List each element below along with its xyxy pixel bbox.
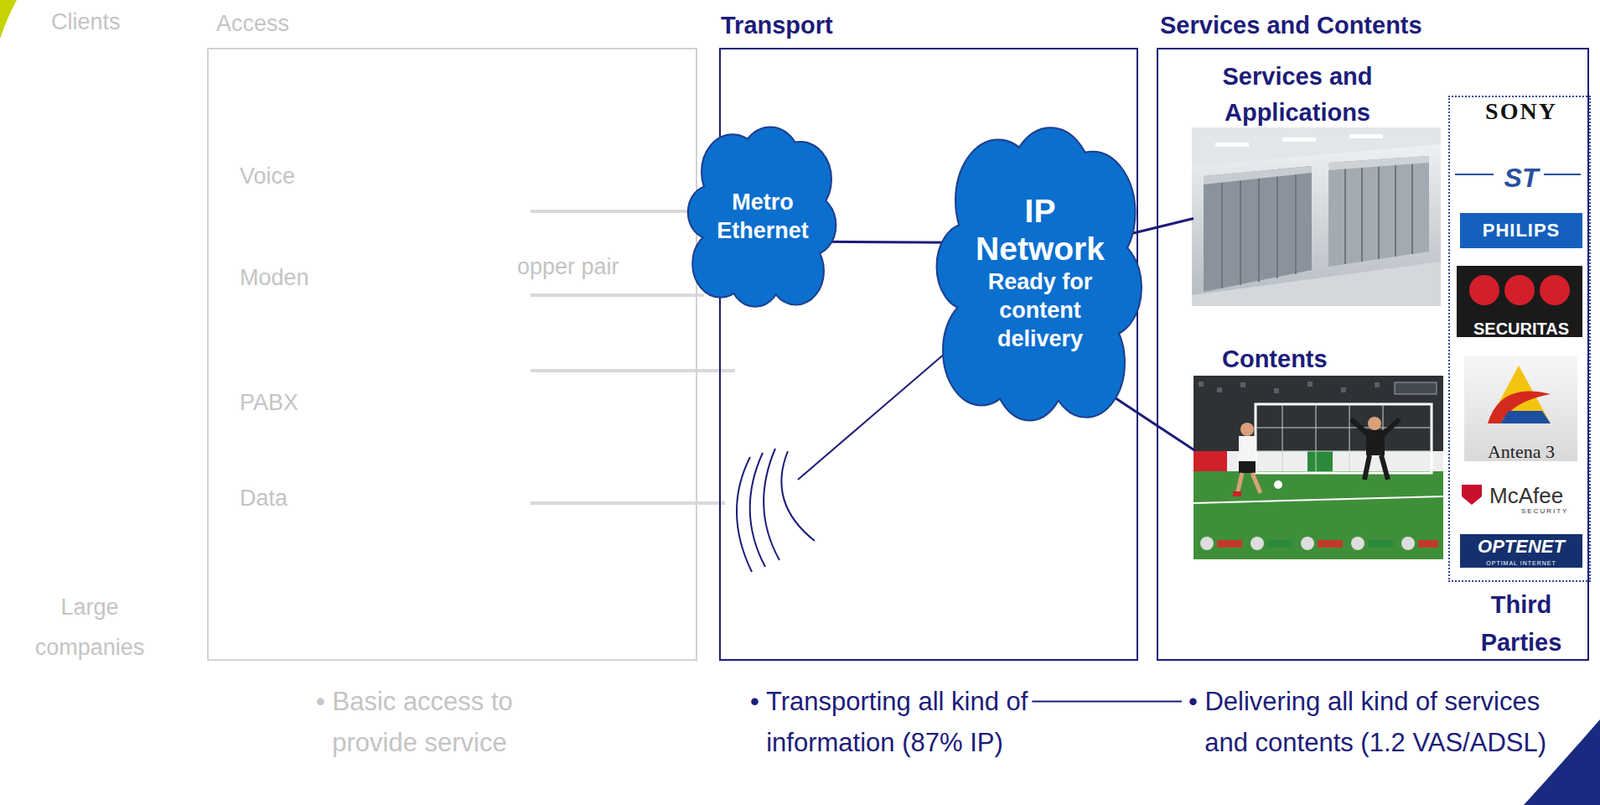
- third-parties-box: SONY ST PHILIPS SECURITAS Antena 3 McAfeeSECU…: [1448, 95, 1591, 582]
- player-figure: [1232, 422, 1261, 497]
- cloud-label: Metro Ethernet: [704, 187, 822, 245]
- mcafee-logo: [1461, 484, 1482, 505]
- optenet-logo: OPTENET: [1460, 533, 1583, 560]
- row-label: Large companies: [26, 586, 153, 668]
- sony-logo: SONY: [1449, 97, 1593, 126]
- transport-box: TransportMetro EthernetIP NetworkReady f…: [719, 47, 1139, 661]
- securitas-logo-text: SECURITAS: [1460, 318, 1583, 339]
- section-heading: Services and Contents: [1159, 10, 1512, 41]
- cloud-title: IP Network: [956, 191, 1124, 268]
- bullet-note: • Transporting all kind of information (…: [750, 680, 1089, 763]
- contents-picture-box: Contents: [1195, 377, 1445, 561]
- datacenter-picture: [1191, 127, 1441, 306]
- corner-accent: [0, 0, 17, 39]
- connector: [823, 241, 957, 243]
- group-heading: Third Parties: [1458, 585, 1585, 662]
- bullet-link-line: [1031, 700, 1182, 703]
- football-picture: [1193, 375, 1444, 560]
- scoreboard: [1200, 536, 1439, 550]
- bullet-note: • Basic access to provide service: [315, 680, 552, 763]
- section-heading: Access: [216, 10, 384, 37]
- access-box: AccessVoiceModenopper pairPABXData: [207, 47, 698, 661]
- cloud-subtitle: Ready for content delivery: [975, 267, 1106, 353]
- metro-cloud: Metro Ethernet: [687, 124, 839, 308]
- connector: [1107, 392, 1196, 451]
- access-item: Voice: [239, 162, 408, 190]
- access-item: Data: [239, 484, 408, 512]
- datacenter-picture-box: Services and Applications: [1193, 129, 1443, 308]
- access-item: Moden: [239, 264, 408, 291]
- row-label: Clients: [51, 8, 219, 36]
- picture-heading: Contents: [1222, 343, 1390, 374]
- picture-heading: Services and Applications: [1192, 58, 1403, 131]
- cloud-text-area: Metro Ethernet: [687, 124, 839, 308]
- goalkeeper-figure: [1351, 416, 1400, 480]
- philips-logo: PHILIPS: [1460, 212, 1583, 249]
- wireless-symbol: [736, 347, 952, 572]
- services-box: Services and ContentsServices and Applic…: [1156, 47, 1590, 661]
- mcafee-logo-text: McAfee: [1489, 482, 1590, 508]
- access-item: PABX: [239, 388, 408, 416]
- cloud-shape: [687, 124, 839, 308]
- st-logo: ST: [1449, 162, 1593, 193]
- optenet-subtext: OPTIMAL INTERNET: [1460, 559, 1583, 568]
- antena3-logo-text: Antena 3: [1467, 440, 1575, 463]
- cloud-text-area: IP NetworkReady for content delivery: [935, 122, 1145, 423]
- bullet-note: • Delivering all kind of services and co…: [1188, 680, 1565, 763]
- section-heading: Transport: [720, 10, 973, 41]
- mcafee-subtext: SECURITY: [1521, 507, 1589, 516]
- access-item: opper pair: [517, 253, 685, 280]
- ip-cloud: IP NetworkReady for content delivery: [935, 122, 1145, 423]
